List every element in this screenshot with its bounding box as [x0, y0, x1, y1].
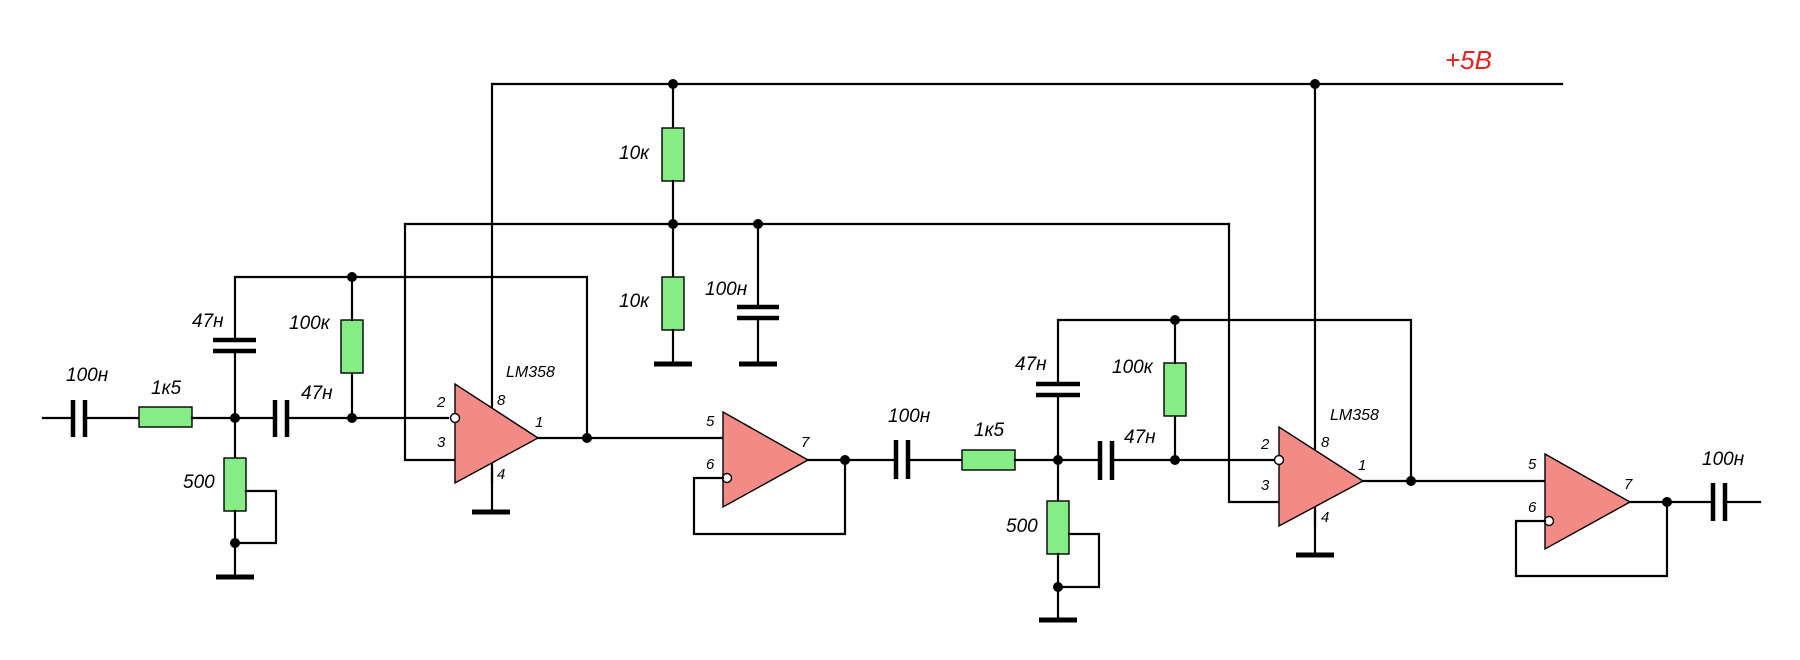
- stage2-input-capacitor-label: 100н: [888, 406, 931, 427]
- pin-label: 3: [437, 434, 446, 451]
- stage1-opamp: [454, 382, 540, 485]
- stage1-feedback-resistor-label: 100к: [289, 313, 331, 334]
- stage2-series-resistor-label: 1к5: [974, 420, 1005, 441]
- stage1-feedback-resistor: [340, 319, 364, 374]
- pin-label: 4: [497, 466, 505, 483]
- stage1-coupling-capacitor-label: 47н: [301, 383, 333, 404]
- stage2-potentiometer: [1046, 500, 1070, 555]
- stage1-series-resistor: [138, 406, 193, 428]
- stage2-shunt-capacitor-label: 47н: [1015, 354, 1047, 375]
- stage1-potentiometer-label: 500: [183, 472, 215, 493]
- bias-resistor-top-label: 10к: [619, 143, 650, 164]
- stage1-potentiometer: [223, 457, 247, 512]
- stage2-opamp: [1278, 425, 1365, 528]
- stage-2: 100н 1к5 47н 500 47н 100к: [888, 315, 1762, 623]
- bias-resistor-bottom: [661, 276, 685, 331]
- pin-label: 5: [706, 413, 715, 430]
- bias-network: 10к 10к 100н: [403, 82, 1285, 504]
- pin-label: 6: [1528, 499, 1537, 516]
- stage2-output-capacitor-label: 100н: [1702, 449, 1745, 470]
- stage2-coupling-capacitor-label: 47н: [1124, 427, 1156, 448]
- stage2-series-resistor: [961, 449, 1016, 471]
- bias-capacitor-label: 100н: [705, 279, 748, 300]
- pin-label: 2: [1260, 436, 1270, 453]
- stage2-opamp-name: LM358: [1330, 407, 1379, 424]
- supply-rail: +5В: [490, 45, 1564, 527]
- pin-label: 7: [1624, 476, 1633, 493]
- pin-label: 8: [1321, 434, 1330, 451]
- stage2-potentiometer-label: 500: [1006, 516, 1038, 537]
- supply-label: +5В: [1445, 45, 1492, 75]
- pin-label: 1: [535, 414, 543, 431]
- stage1-series-resistor-label: 1к5: [151, 378, 182, 399]
- stage1-input-capacitor-label: 100н: [66, 365, 109, 386]
- stage-1: 100н 1к5 47н 500 47н 100к: [41, 272, 896, 580]
- pin-label: 2: [436, 394, 446, 411]
- stage2-feedback-resistor: [1163, 362, 1187, 417]
- pin-label: 5: [1528, 456, 1537, 473]
- pin-label: 8: [497, 392, 506, 409]
- stage2-feedback-resistor-label: 100к: [1112, 357, 1154, 378]
- bias-resistor-bottom-label: 10к: [619, 291, 650, 312]
- pin-label: 6: [706, 456, 715, 473]
- stage1-opamp-name: LM358: [506, 364, 555, 381]
- bias-resistor-top: [661, 127, 685, 182]
- pin-label: 1: [1358, 457, 1366, 474]
- pin-label: 4: [1321, 509, 1329, 526]
- pin-label: 7: [801, 434, 810, 451]
- pin-label: 3: [1261, 477, 1270, 494]
- stage2-buffer: [1544, 452, 1632, 551]
- stage1-buffer: [722, 410, 810, 509]
- stage1-shunt-capacitor-label: 47н: [192, 311, 224, 332]
